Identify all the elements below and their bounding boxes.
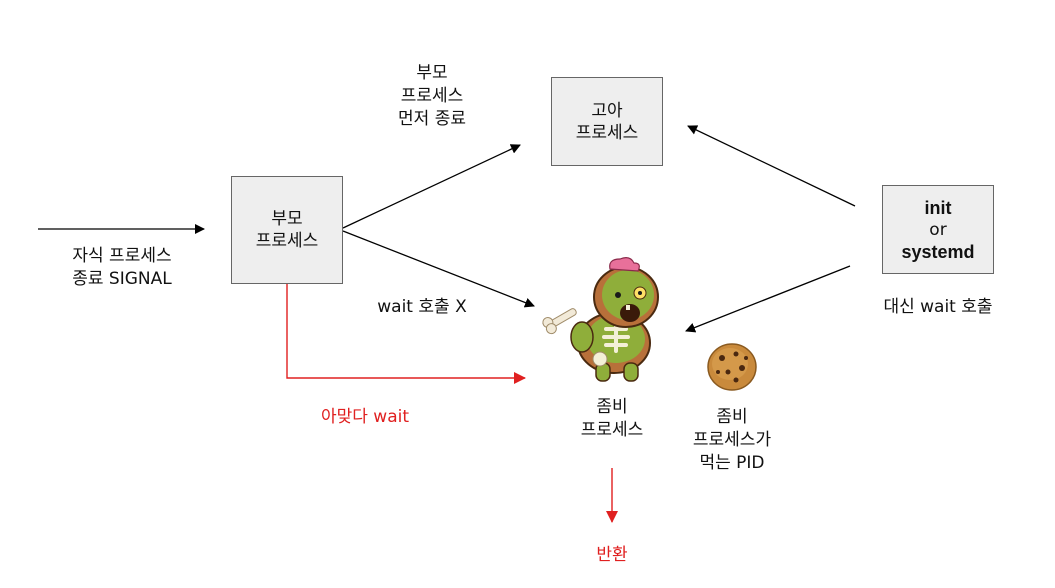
arrow-init-to-orphan: [688, 126, 855, 206]
child-exit-line2: 종료 SIGNAL: [52, 268, 192, 291]
parent-process-box: 부모 프로세스: [231, 176, 343, 284]
parent-exit-line1: 부모: [372, 62, 492, 85]
orphan-box-line2: 프로세스: [576, 122, 639, 144]
parent-box-line2: 프로세스: [256, 230, 319, 252]
cookie-label-line1: 좀비: [680, 406, 784, 429]
zombie-label-line2: 프로세스: [562, 419, 662, 442]
cookie-icon: [706, 342, 758, 392]
zombie-cookie-icon: [540, 255, 672, 385]
init-box-line2: or: [929, 219, 946, 241]
init-box-line1: init: [925, 197, 952, 219]
parent-box-line1: 부모: [271, 208, 302, 230]
arrow-parent-to-zombie: [343, 231, 534, 306]
cookie-label-line3: 먹는 PID: [680, 452, 784, 475]
zombie-process-label: 좀비 프로세스: [562, 396, 662, 442]
orphan-process-box: 고아 프로세스: [551, 77, 663, 166]
cookie-label-line2: 프로세스가: [680, 429, 784, 452]
orphan-box-line1: 고아: [591, 100, 622, 122]
parent-exit-line3: 먼저 종료: [372, 108, 492, 131]
no-wait-label: wait 호출 X: [362, 296, 482, 319]
parent-exit-first-label: 부모 프로세스 먼저 종료: [372, 62, 492, 131]
init-box-line3: systemd: [901, 241, 974, 263]
parent-exit-line2: 프로세스: [372, 85, 492, 108]
init-wait-label: 대신 wait 호출: [868, 296, 1008, 319]
arrow-init-to-zombie: [686, 266, 850, 331]
arrow-parent-to-orphan: [343, 145, 520, 228]
return-label: 반환: [572, 544, 652, 567]
proper-wait-label: 아맞다 wait: [302, 406, 428, 429]
cookie-pid-label: 좀비 프로세스가 먹는 PID: [680, 406, 784, 475]
init-systemd-box: init or systemd: [882, 185, 994, 274]
zombie-label-line1: 좀비: [562, 396, 662, 419]
child-exit-line1: 자식 프로세스: [52, 245, 192, 268]
child-exit-signal-label: 자식 프로세스 종료 SIGNAL: [52, 245, 192, 291]
